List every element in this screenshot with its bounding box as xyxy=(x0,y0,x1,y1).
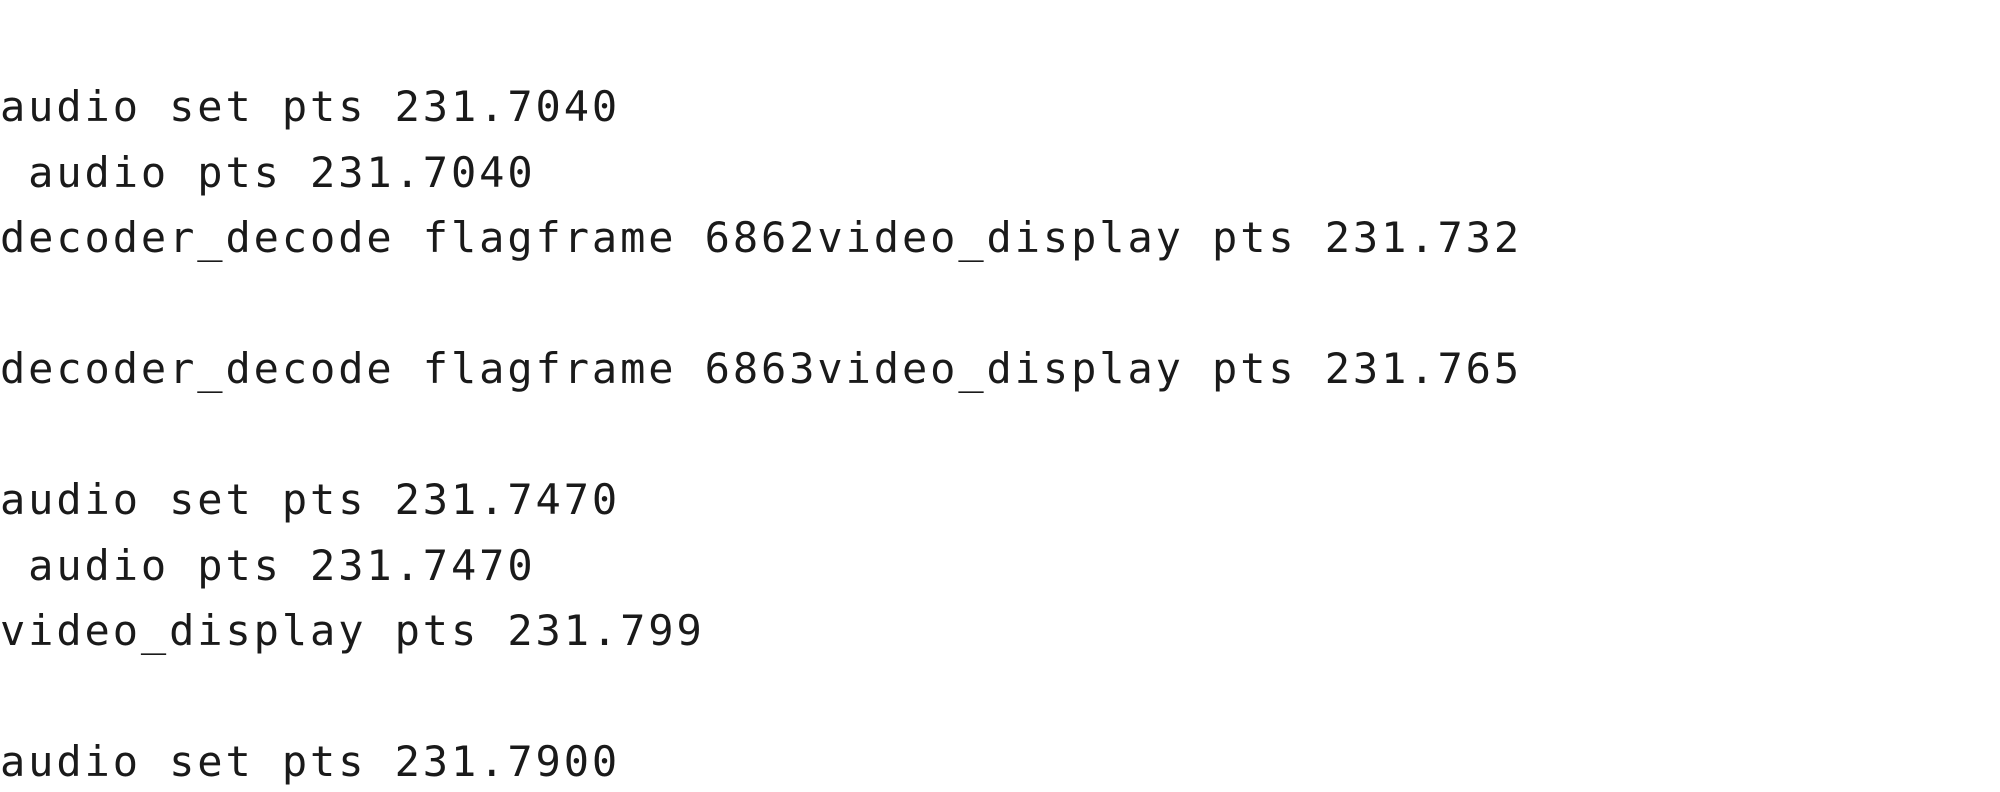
log-line: decoder_decode flagframe 6862video_displ… xyxy=(0,213,1523,262)
log-line: audio pts 231.7470 xyxy=(0,540,536,590)
log-line: decoder_decode flagframe 6863video_displ… xyxy=(0,344,1523,393)
log-line-blank xyxy=(0,271,2000,337)
log-line-blank xyxy=(0,664,2000,730)
log-line: audio set pts 231.7470 xyxy=(0,475,621,524)
log-line: audio pts 231.7040 xyxy=(0,147,536,197)
log-line: audio set pts 231.7900 xyxy=(0,737,621,786)
log-line: audio set pts 231.7040 xyxy=(0,82,621,131)
log-line-blank xyxy=(0,402,2000,468)
log-output: audio set pts 231.7040 audio pts 231.704… xyxy=(0,74,2000,792)
log-line: video_display pts 231.799 xyxy=(0,606,705,655)
